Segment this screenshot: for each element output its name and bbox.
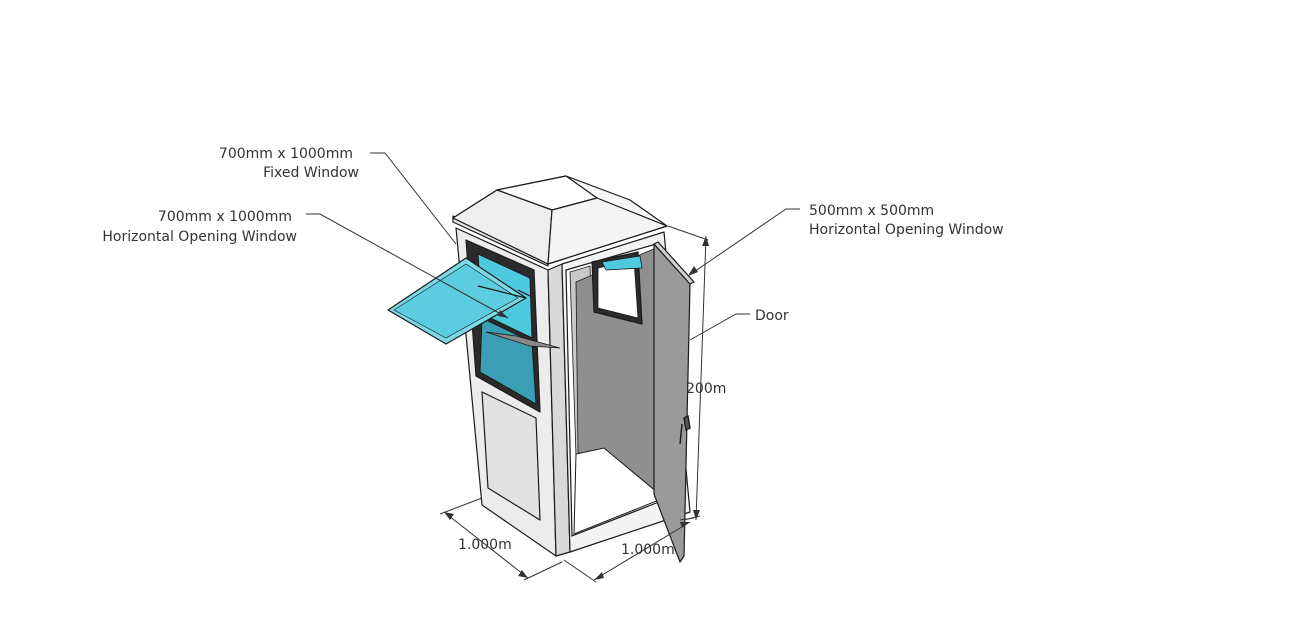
left-window-size-label: 700mm x 1000mm — [158, 209, 292, 225]
fixed-window-name-label: Fixed Window — [263, 165, 359, 181]
height-arrow-bottom — [693, 510, 700, 520]
width-left-ext-1 — [439, 497, 483, 515]
booth-model — [387, 175, 695, 563]
width-right-ext-1 — [563, 559, 597, 583]
height-dim-label: 200m — [686, 381, 726, 397]
fixed-window-leader — [370, 152, 457, 245]
width-right-arrow-2 — [680, 522, 690, 528]
width-left-dim-line — [443, 511, 529, 579]
width-right-dim-label: 1.000m — [621, 542, 675, 558]
window-stay-arm — [477, 285, 527, 299]
door-label: Door — [755, 308, 789, 324]
left-window-leader — [306, 213, 509, 319]
left-window-arrowhead — [498, 310, 508, 318]
height-ext-top — [667, 225, 709, 241]
width-right-arrow-1 — [594, 572, 604, 580]
width-left-dim-label: 1.000m — [458, 537, 512, 553]
door-edge — [653, 241, 695, 285]
right-window-name-label: Horizontal Opening Window — [809, 222, 1004, 238]
door-handle-icon — [679, 414, 691, 445]
right-window-size-label: 500mm x 500mm — [809, 203, 934, 219]
height-arrow-top — [702, 236, 709, 246]
annotations: 700mm x 1000mm Fixed Window 700mm x 1000… — [102, 146, 1004, 583]
left-window-name-label: Horizontal Opening Window — [102, 229, 297, 245]
width-right-ext-2 — [679, 517, 695, 521]
roof-hip-right — [547, 197, 668, 265]
height-dim-line — [695, 235, 707, 521]
interior-ledge — [485, 331, 561, 349]
right-window-arrowhead — [688, 266, 698, 276]
small-window-sash — [601, 255, 643, 271]
fixed-window-size-label: 700mm x 1000mm — [219, 146, 353, 162]
width-left-arrow-1 — [444, 512, 454, 520]
opening-window-glass — [393, 263, 519, 339]
width-right-dim-line — [593, 521, 691, 581]
width-left-ext-2 — [523, 561, 563, 581]
window-stay-arm-2 — [517, 289, 531, 297]
lower-wall-panel — [481, 391, 541, 521]
width-left-arrow-2 — [518, 570, 528, 578]
door-leader — [689, 313, 750, 341]
right-window-leader — [687, 208, 800, 277]
